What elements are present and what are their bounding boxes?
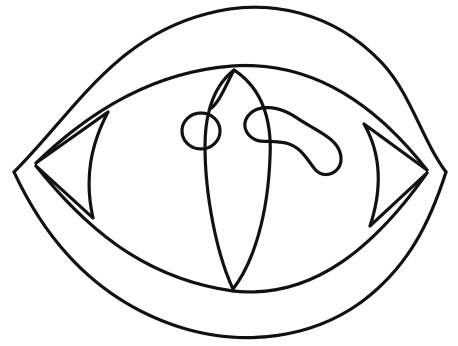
round-knob bbox=[182, 113, 220, 149]
left-knob-connector bbox=[210, 70, 234, 109]
right-curved-band bbox=[364, 124, 427, 226]
ink-group bbox=[14, 7, 446, 337]
hooked-knob bbox=[245, 108, 341, 175]
outer-upper-contour bbox=[14, 7, 446, 172]
left-curved-band bbox=[36, 112, 108, 218]
outer-lower-contour bbox=[14, 172, 446, 338]
inner-lower-contour bbox=[36, 166, 427, 292]
